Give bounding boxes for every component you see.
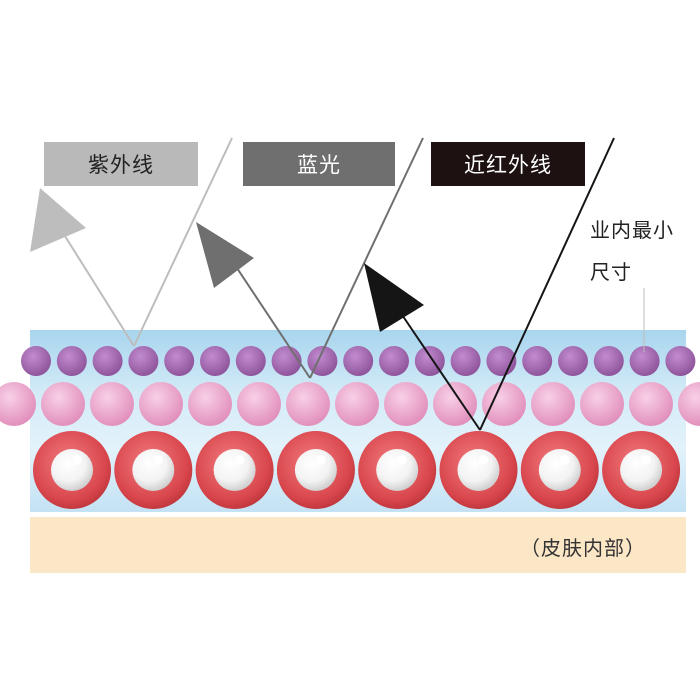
pink-particle	[384, 382, 428, 426]
purple-particle	[629, 346, 660, 376]
red-particle-highlight	[315, 455, 326, 465]
near-infrared-label: 近红外线	[431, 142, 585, 186]
near-infrared-ray	[364, 137, 615, 431]
purple-particle	[21, 346, 51, 376]
pink-particle	[0, 382, 36, 426]
purple-particle	[92, 346, 123, 376]
pink-particle	[139, 382, 183, 426]
red-particle-core	[538, 449, 581, 491]
blue-light-arrowhead	[196, 222, 254, 288]
purple-particle	[164, 346, 195, 376]
purple-particle	[128, 346, 159, 376]
red-particle-core	[620, 449, 663, 491]
purple-particle	[235, 346, 266, 376]
note-line-1: 业内最小	[590, 218, 674, 242]
blue-light-label: 蓝光	[243, 142, 395, 186]
pink-particle	[41, 382, 85, 426]
uv-label: 紫外线	[44, 142, 198, 186]
skin-label: （皮肤内部）	[520, 536, 646, 560]
near-infrared-arrowhead	[364, 263, 424, 332]
pink-particle	[237, 382, 281, 426]
red-particle-highlight	[641, 455, 652, 465]
red-particle-highlight	[397, 455, 408, 465]
skin-layer	[30, 517, 686, 573]
pink-particle	[580, 382, 624, 426]
red-particle-core	[132, 449, 175, 491]
red-particle-highlight	[559, 455, 570, 465]
purple-particle	[379, 346, 409, 376]
purple-particle	[558, 346, 588, 376]
pink-particle	[482, 382, 526, 426]
pink-particle-row	[0, 382, 700, 426]
purple-particle	[522, 346, 553, 376]
red-particle-core	[51, 449, 93, 491]
purple-particle	[200, 346, 230, 376]
pink-particle	[678, 382, 700, 426]
pink-particle	[286, 382, 330, 426]
blue-light-ray	[196, 137, 424, 379]
pink-particle	[188, 382, 232, 426]
pink-particle	[433, 382, 477, 426]
red-particle-row	[33, 431, 681, 509]
red-particle-core	[294, 449, 337, 491]
red-particle-highlight	[153, 455, 164, 465]
note-line-2: 尺寸	[590, 260, 632, 284]
pink-particle	[531, 382, 575, 426]
purple-particle	[271, 346, 302, 376]
pink-particle	[90, 382, 134, 426]
pink-particle	[335, 382, 379, 426]
purple-particle	[665, 346, 696, 376]
purple-particle-row	[21, 346, 696, 376]
uv-ray	[30, 137, 233, 347]
uv-arrowhead	[30, 188, 86, 252]
pink-particle	[629, 382, 673, 426]
purple-particle	[56, 346, 87, 376]
purple-particle	[593, 346, 624, 376]
red-particle-core	[376, 449, 419, 491]
purple-particle	[343, 346, 374, 376]
red-particle-highlight	[72, 455, 82, 465]
purple-particle	[450, 346, 481, 376]
red-particle-core	[213, 449, 256, 491]
red-particle-highlight	[478, 455, 489, 465]
red-particle-highlight	[234, 455, 245, 465]
red-particle-core	[457, 449, 500, 491]
